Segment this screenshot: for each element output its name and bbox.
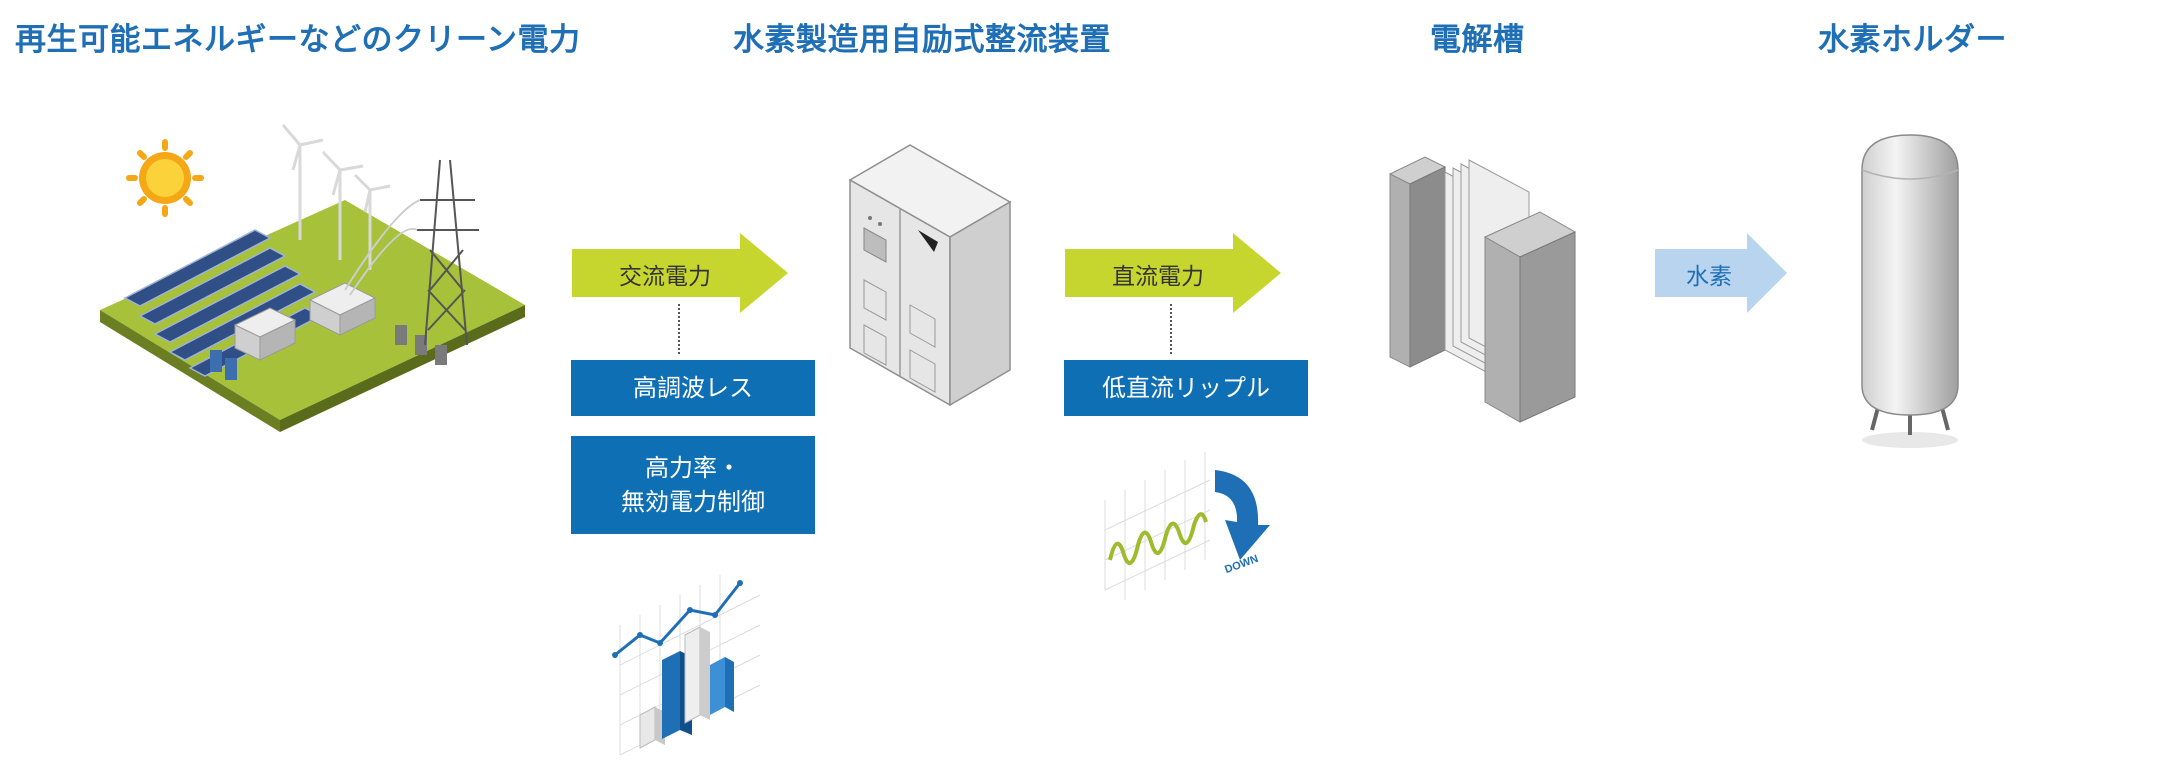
ac-connector-dots	[678, 304, 680, 354]
heading-electrolyzer: 電解槽	[1430, 22, 1525, 58]
rising-bar-chart-icon	[612, 575, 761, 756]
power-factor-line1: 高力率・	[645, 454, 741, 482]
heading-rectifier: 水素製造用自励式整流装置	[733, 22, 1111, 58]
renewable-plant-illustration	[100, 124, 525, 432]
hydrogen-tank-illustration	[1861, 134, 1959, 448]
power-factor-line2: 無効電力制御	[621, 488, 765, 516]
electrolyzer-illustration	[1388, 156, 1577, 423]
heading-clean-power: 再生可能エネルギーなどのクリーン電力	[15, 22, 581, 58]
ripple-reduction-icon: DOWN	[1104, 452, 1270, 600]
ac-power-arrow: 交流電力	[572, 233, 788, 313]
transmission-tower	[344, 159, 479, 346]
power-factor-box: 高力率・ 無効電力制御	[571, 436, 815, 534]
hydrogen-arrow-shape	[1655, 233, 1787, 313]
dc-arrow-shape	[1065, 233, 1281, 313]
wind-turbines	[281, 124, 391, 270]
sun-icon	[126, 139, 204, 217]
hydrogen-label: 水素	[1686, 264, 1732, 290]
heading-hydrogen-holder: 水素ホルダー	[1818, 22, 2007, 58]
ac-arrow-shape	[572, 233, 788, 313]
ac-power-label: 交流電力	[619, 264, 711, 290]
low-ripple-box: 低直流リップル	[1064, 360, 1308, 416]
dc-power-arrow: 直流電力	[1065, 233, 1281, 313]
hydrogen-arrow: 水素	[1655, 233, 1787, 313]
low-harmonics-box: 高調波レス	[571, 360, 815, 416]
dc-connector-dots	[1170, 304, 1172, 354]
substation-buildings	[210, 282, 447, 380]
rectifier-cabinet-illustration	[848, 144, 1012, 407]
dc-power-label: 直流電力	[1112, 264, 1204, 290]
